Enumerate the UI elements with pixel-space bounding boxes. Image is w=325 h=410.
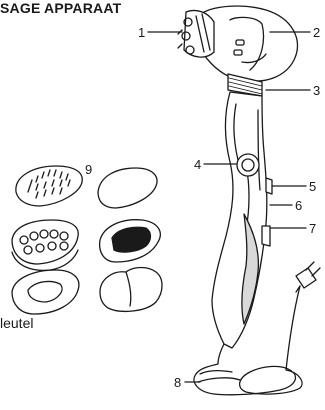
grip-button bbox=[262, 226, 270, 246]
callout-4: 4 bbox=[194, 157, 201, 172]
callout-2: 2 bbox=[313, 25, 320, 40]
callout-8: 8 bbox=[174, 375, 181, 390]
callout-9: 9 bbox=[85, 162, 92, 177]
callout-7: 7 bbox=[309, 221, 316, 236]
callout-5: 5 bbox=[309, 179, 316, 194]
attachment-open-frame bbox=[12, 270, 79, 314]
roller-attachment bbox=[178, 10, 214, 57]
callout-1: 1 bbox=[138, 25, 145, 40]
speed-dial bbox=[237, 154, 259, 176]
attachment-roller-head bbox=[12, 220, 78, 270]
attachment-wave bbox=[100, 268, 162, 312]
attachment-smooth bbox=[98, 168, 157, 208]
switch-button bbox=[266, 178, 272, 194]
attachment-spiked bbox=[16, 166, 82, 206]
callout-6: 6 bbox=[295, 198, 302, 213]
attachment-mesh bbox=[100, 220, 161, 262]
callout-3: 3 bbox=[313, 83, 320, 98]
power-plug bbox=[296, 262, 320, 292]
